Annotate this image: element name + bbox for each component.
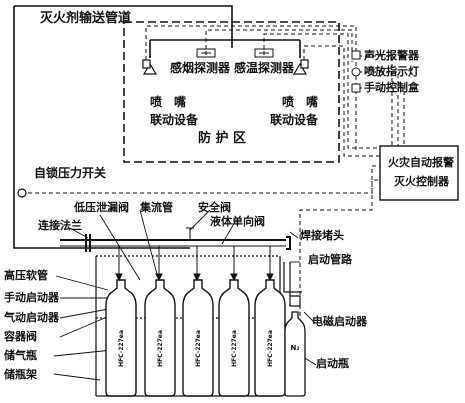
check-valve-label: 液体单向阀 — [210, 215, 265, 228]
agent-cylinder — [105, 279, 137, 397]
signal-wire-detectors — [205, 29, 353, 62]
pneumatic-starter-label: 气动启动器 — [4, 311, 59, 324]
signal-wire-solenoid — [299, 179, 380, 330]
weld-plug-label: 焊接堵头 — [300, 229, 344, 242]
connecting-flange — [85, 234, 91, 252]
cylinder-rack-label: 储瓶架 — [4, 368, 37, 381]
manifold-label: 集流管 — [140, 201, 173, 214]
nozzle-branch-pipe — [149, 39, 301, 58]
safety-valve-label: 安全阀 — [198, 201, 231, 214]
heat-detector-label: 感温探测器 — [234, 61, 295, 75]
pressure-switch-icon — [17, 188, 27, 198]
container-valve-label: 容器阀 — [4, 330, 37, 343]
start-bottle-label: 启动瓶 — [316, 357, 349, 370]
manual-control-box-label: 手动控制盒 — [364, 81, 419, 94]
nozzle-left-icon — [142, 62, 158, 75]
pipeline-label: 灭火剂输送管道 — [40, 11, 132, 26]
discharge-lamp-icon — [351, 67, 361, 77]
weld-plug — [286, 236, 291, 250]
low-pressure-leak-valve-label: 低压泄漏阀 — [74, 201, 129, 214]
gas-cylinder-label: 储气瓶 — [4, 349, 37, 362]
linkage-left-icon — [142, 59, 151, 69]
linkage-right-icon — [300, 59, 309, 69]
linkage-left-label: 联动设备 — [150, 113, 199, 127]
protected-zone-label: 防 护 区 — [198, 131, 247, 146]
start-bottle — [284, 311, 306, 397]
agent-cylinder — [218, 279, 250, 397]
hp-hose-label: 高压软管 — [4, 269, 48, 282]
signal-wire-pressure-switch — [28, 165, 380, 194]
agent-cylinder — [182, 279, 214, 397]
agent-cylinder — [254, 279, 286, 397]
solenoid-starter-label: 电磁启动器 — [312, 315, 367, 328]
manual-starter-label: 手动启动器 — [4, 291, 59, 304]
pressure-switch-label: 自锁压力开关 — [34, 166, 107, 180]
fire-alarm-controller — [379, 145, 459, 201]
discharge-lamp-label: 喷放指示灯 — [364, 65, 419, 78]
connecting-flange-label: 连接法兰 — [38, 219, 82, 232]
nozzle-right-label: 喷 嘴 — [282, 95, 319, 109]
protected-zone-boundary — [123, 21, 340, 163]
fire-controller-label-line1: 火灾自动报警 — [388, 156, 454, 169]
nozzle-right-icon — [292, 62, 308, 75]
agent-cylinder — [144, 279, 176, 397]
fire-controller-label-line2: 灭火控制器 — [394, 175, 449, 188]
sound-light-alarm-icon — [351, 50, 361, 60]
start-bottle-gas-label: N₂ — [290, 344, 300, 352]
manual-control-box-icon — [351, 83, 361, 93]
sound-light-alarm-label: 声光报警器 — [364, 49, 419, 62]
smoke-detector-label: 感烟探测器 — [170, 61, 231, 75]
start-pipeline-label: 启动管路 — [308, 253, 352, 266]
nozzle-left-label: 喷 嘴 — [150, 95, 187, 109]
linkage-right-label: 联动设备 — [270, 113, 319, 127]
agent-delivery-pipe — [13, 6, 190, 249]
agent-delivery-pipe-top — [14, 5, 233, 40]
start-pipeline — [283, 262, 302, 293]
solenoid-starter-icon — [289, 295, 301, 307]
